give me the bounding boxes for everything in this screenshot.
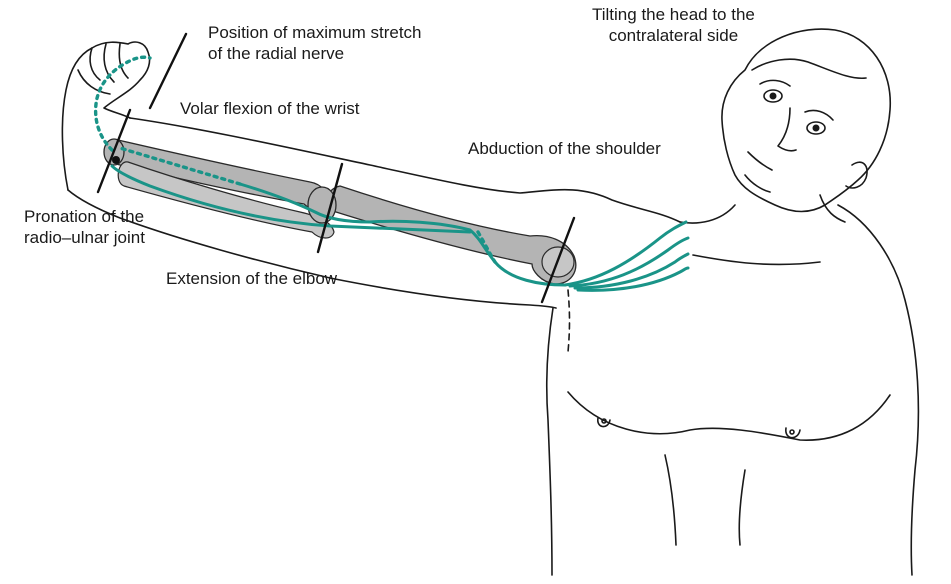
label-pronation-line1: Pronation of the bbox=[24, 207, 145, 226]
torso-left-contour bbox=[546, 307, 554, 576]
arm-upper-edge bbox=[129, 117, 681, 223]
nipple-left-dot bbox=[601, 418, 607, 424]
nerve-dotted-upperarm bbox=[476, 230, 497, 264]
neck-right bbox=[819, 194, 846, 223]
arm bbox=[61, 41, 681, 309]
label-extension-elbow: Extension of the elbow bbox=[166, 269, 338, 288]
marker-elbow bbox=[316, 162, 344, 254]
markers bbox=[96, 32, 576, 304]
marker-wrist bbox=[96, 108, 132, 194]
label-pronation: Pronation of the radio–ulnar joint bbox=[24, 206, 145, 248]
label-pronation-line2: radio–ulnar joint bbox=[24, 228, 145, 247]
nipple-right-dot bbox=[789, 429, 795, 435]
bones bbox=[103, 138, 577, 285]
hand-outline bbox=[61, 41, 151, 191]
mouth bbox=[747, 151, 773, 171]
finger-1 bbox=[89, 47, 101, 81]
radial-nerve bbox=[93, 55, 690, 292]
nose bbox=[777, 107, 797, 152]
nipple-left bbox=[597, 417, 611, 428]
head bbox=[721, 28, 891, 213]
max-stretch-point bbox=[112, 156, 120, 164]
thumb bbox=[77, 69, 111, 95]
plexus-branch-1 bbox=[563, 220, 688, 287]
brow-left bbox=[759, 79, 791, 87]
head-contour bbox=[721, 28, 891, 213]
torso-right-contour bbox=[837, 204, 920, 576]
marker-shoulder bbox=[540, 216, 576, 304]
leader-max-stretch bbox=[148, 32, 188, 110]
label-volar-flexion: Volar flexion of the wrist bbox=[180, 99, 360, 118]
pupil-left bbox=[769, 92, 777, 100]
axilla-dash bbox=[567, 289, 571, 353]
finger-2 bbox=[103, 43, 115, 83]
chin bbox=[744, 174, 771, 193]
label-tilting-head-line1: Tilting the head to the bbox=[592, 5, 755, 24]
pupil-right bbox=[812, 124, 820, 132]
plexus-branch-2 bbox=[568, 236, 690, 288]
radial-nerve-main bbox=[238, 182, 567, 287]
humerus bbox=[326, 185, 577, 285]
ear bbox=[845, 161, 868, 189]
neck-left bbox=[679, 204, 736, 224]
label-tilting-head-line2: contralateral side bbox=[608, 26, 739, 45]
finger-3 bbox=[118, 43, 129, 79]
abdomen-line-right bbox=[738, 469, 746, 546]
torso bbox=[546, 194, 920, 576]
hairline bbox=[751, 58, 867, 80]
nerve-dotted-forearm bbox=[118, 146, 242, 186]
label-tilting-head: Tilting the head to the contralateral si… bbox=[592, 4, 755, 46]
pectoral-contour bbox=[567, 391, 891, 441]
label-position-max-stretch: Position of maximum stretch of the radia… bbox=[208, 22, 422, 64]
abdomen-line-left bbox=[664, 454, 677, 546]
nipple-right bbox=[785, 427, 801, 439]
clavicle bbox=[692, 254, 821, 266]
brow-right bbox=[804, 109, 834, 121]
plexus-branch-3 bbox=[573, 252, 690, 290]
plexus-branch-4 bbox=[576, 266, 690, 292]
arm-lower-edge bbox=[67, 189, 557, 309]
eye-right bbox=[806, 121, 826, 135]
nerve-forearm-lower bbox=[110, 164, 472, 234]
label-position-max-stretch-line2: of the radial nerve bbox=[208, 44, 345, 63]
nerve-dotted-hand bbox=[93, 55, 152, 152]
label-abduction-shoulder: Abduction of the shoulder bbox=[468, 139, 661, 158]
label-position-max-stretch-line1: Position of maximum stretch bbox=[208, 23, 422, 42]
eye-left bbox=[763, 89, 783, 103]
